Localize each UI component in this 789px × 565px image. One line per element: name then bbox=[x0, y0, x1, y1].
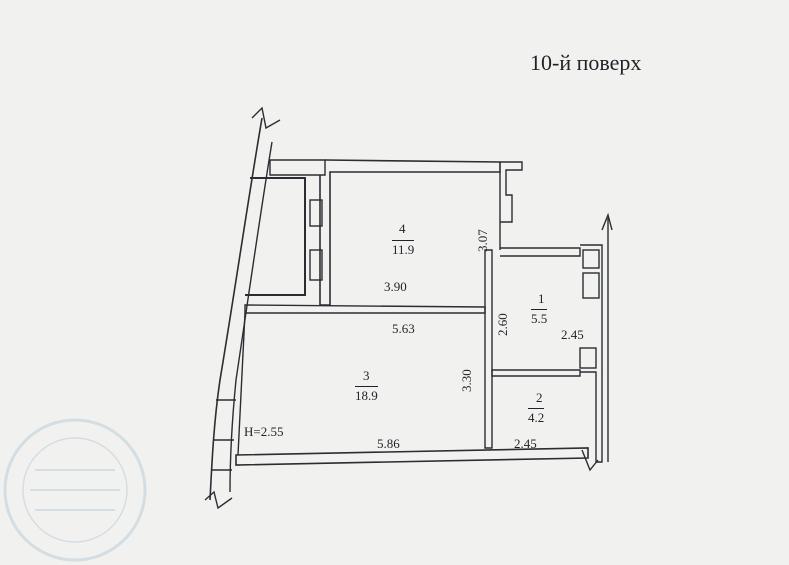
room-1-area: 5.5 bbox=[531, 309, 548, 326]
outer-wall-bottom bbox=[235, 447, 589, 466]
dim-room1-depth: 2.60 bbox=[495, 313, 510, 336]
dim-room2-width: 2.45 bbox=[514, 436, 537, 451]
dim-room3-bottom-width: 5.86 bbox=[377, 436, 400, 451]
room4-walls bbox=[319, 159, 501, 306]
wall-upper-left bbox=[245, 177, 306, 296]
wall-room1-top bbox=[500, 247, 581, 257]
room-3-area: 18.9 bbox=[355, 386, 378, 403]
wall-rooms-3-4 bbox=[244, 304, 486, 314]
dim-room3-top-width: 5.63 bbox=[392, 321, 415, 336]
outer-wall-left-inner bbox=[229, 141, 273, 493]
floor-title: 10-й поверх bbox=[530, 50, 642, 75]
ceiling-height: H=2.55 bbox=[244, 424, 284, 439]
dim-room1-width: 2.45 bbox=[561, 327, 584, 342]
wall-rooms-3-1 bbox=[484, 249, 493, 449]
room-2-area: 4.2 bbox=[528, 408, 545, 425]
room-4-number: 4 bbox=[399, 221, 406, 236]
dim-room4-width: 3.90 bbox=[384, 279, 407, 294]
break-mark-bottom bbox=[204, 490, 233, 510]
room-1-number: 1 bbox=[538, 291, 545, 306]
room-2-number: 2 bbox=[536, 390, 543, 405]
outer-wall-left bbox=[209, 117, 263, 501]
break-mark-top bbox=[251, 106, 281, 130]
wall-rooms-1-2 bbox=[491, 369, 581, 377]
dim-room3-depth: 3.30 bbox=[459, 369, 474, 392]
stamp-seal bbox=[3, 418, 147, 562]
wall-right-outer bbox=[580, 244, 603, 463]
room-3-number: 3 bbox=[363, 368, 370, 383]
dim-room4-depth: 3.07 bbox=[475, 229, 490, 252]
room-4-area: 11.9 bbox=[392, 240, 415, 257]
